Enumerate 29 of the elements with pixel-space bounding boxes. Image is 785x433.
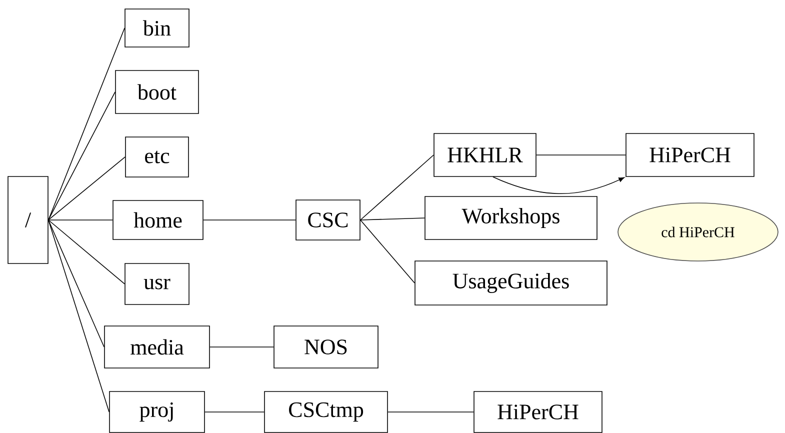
folder-box: bin bbox=[124, 8, 190, 48]
connector-line bbox=[360, 220, 415, 284]
folder-box: media bbox=[104, 326, 210, 368]
folder-box: boot bbox=[115, 70, 199, 114]
folder-box: proj bbox=[109, 391, 205, 433]
connector-line bbox=[48, 220, 110, 412]
folder-box: UsageGuides bbox=[414, 260, 608, 306]
connector-line bbox=[360, 218, 425, 220]
folder-box: NOS bbox=[274, 326, 378, 368]
connector-line bbox=[48, 156, 126, 220]
connector-line bbox=[48, 92, 116, 220]
folder-box: HiPerCH bbox=[474, 391, 602, 433]
folder-box: Workshops bbox=[424, 196, 598, 240]
ellipse-bubble: cd HiPerCH bbox=[618, 202, 778, 262]
curved-arrow bbox=[492, 176, 624, 194]
connector-line bbox=[48, 220, 104, 348]
folder-box: HiPerCH bbox=[626, 133, 754, 177]
folder-box: HKHLR bbox=[434, 133, 536, 177]
folder-box: usr bbox=[124, 263, 190, 305]
folder-box: CSCtmp bbox=[264, 391, 388, 433]
folder-box: / bbox=[8, 176, 48, 264]
connector-line bbox=[48, 220, 125, 284]
connector-line bbox=[48, 28, 125, 220]
connector-line bbox=[536, 154, 626, 156]
folder-box: etc bbox=[125, 136, 189, 178]
folder-box: home bbox=[112, 200, 204, 240]
connector-line bbox=[360, 154, 434, 220]
connector-line bbox=[210, 346, 274, 348]
folder-box: CSC bbox=[296, 200, 360, 240]
